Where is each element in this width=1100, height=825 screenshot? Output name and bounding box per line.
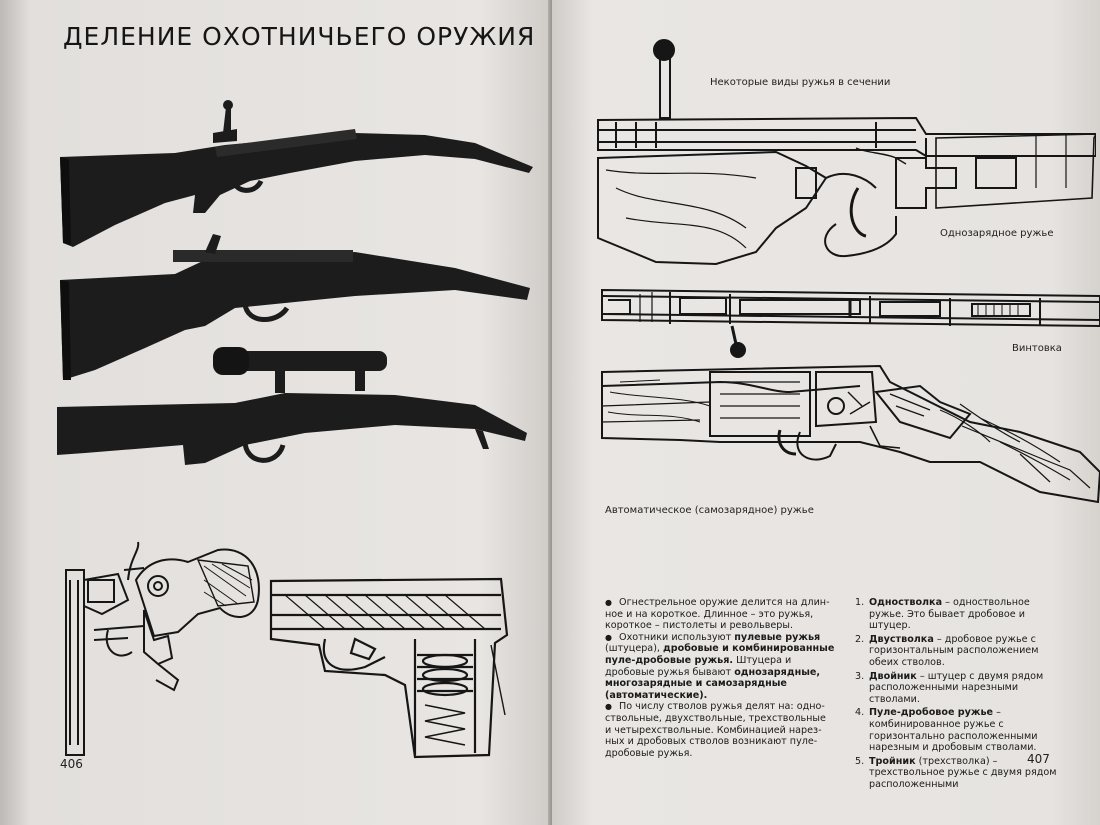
page-title: ДЕЛЕНИЕ ОХОТНИЧЬЕГО ОРУЖИЯ xyxy=(63,22,536,51)
caption-sections: Некоторые виды ружья в сечении xyxy=(710,77,891,88)
automatic-gun-section xyxy=(601,364,1100,504)
list-item: 3. Двойник – штуцер с двумя рядом распо­… xyxy=(855,670,1044,705)
pistol-drawing xyxy=(269,577,509,759)
single-shot-gun-section xyxy=(597,39,1096,266)
gun-types-list: 1. Одностволка – одноствольное ружье. Эт… xyxy=(855,597,1060,791)
numbered-list-column: 1. Одностволка – одноствольное ружье. Эт… xyxy=(855,597,1060,793)
paragraph-3: По числу стволов ружья делят на: одно­ст… xyxy=(605,701,835,759)
revolver-drawing xyxy=(65,541,260,756)
left-page: ДЕЛЕНИЕ ОХОТНИЧЬЕГО ОРУЖИЯ xyxy=(0,0,552,825)
page-number-right: 407 xyxy=(1027,752,1050,766)
rifle-scope-photo xyxy=(57,347,527,465)
list-item: 4. Пуле-дробовое ружье – комбинирован­но… xyxy=(855,707,1038,754)
rifle-photo-2 xyxy=(60,234,530,380)
paragraph-2: Охотники используют пулевые ружья (штуце… xyxy=(605,632,835,702)
caption-rifle: Винтовка xyxy=(1012,343,1062,354)
caption-automatic: Автоматическое (самозарядное) ружье xyxy=(605,505,814,516)
caption-single-shot: Однозарядное ружье xyxy=(940,228,1054,239)
list-item: 5. Тройник (трехстволка) – трехствольное… xyxy=(855,755,1057,790)
paragraph-1: Огнестрельное оружие делится на длин­ное… xyxy=(605,597,835,632)
body-text-column: Огнестрельное оружие делится на длин­ное… xyxy=(605,597,835,759)
rifle-section xyxy=(601,288,1100,358)
rifle-photo-1 xyxy=(60,100,533,247)
page-number-left: 406 xyxy=(60,757,83,771)
list-item: 2. Двустволка – дробовое ружье с гори­зо… xyxy=(855,633,1039,668)
right-page: Некоторые виды ружья в сечении xyxy=(552,0,1100,825)
list-item: 1. Одностволка – одноствольное ружье. Эт… xyxy=(855,597,1030,632)
